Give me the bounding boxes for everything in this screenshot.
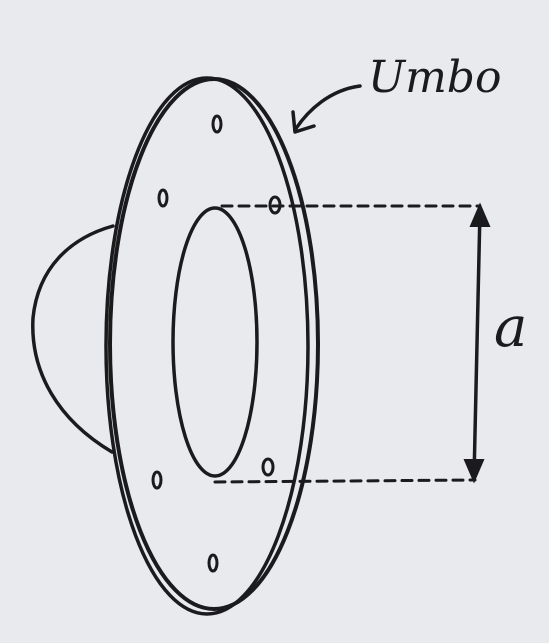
rivet-hole-icon — [261, 457, 275, 477]
rivet-hole-icon — [211, 114, 223, 134]
umbo-dome — [31, 224, 115, 454]
label-pointer-arrowhead-icon — [291, 110, 316, 134]
rivet-hole-icon — [151, 470, 163, 490]
umbo-label: Umbo — [368, 52, 501, 103]
arrowhead-down-icon — [463, 459, 485, 484]
flange-rim-back — [104, 76, 310, 616]
flange-rim-front — [108, 77, 320, 611]
dimension-extension-bottom — [213, 478, 477, 484]
central-opening — [171, 206, 259, 478]
dimension-label: a — [494, 295, 527, 360]
rivet-hole-icon — [207, 553, 219, 573]
arrowhead-up-icon — [469, 202, 491, 227]
rivet-hole-icon — [157, 188, 169, 208]
label-pointer-arrow — [293, 84, 362, 132]
dimension-line — [472, 208, 482, 480]
